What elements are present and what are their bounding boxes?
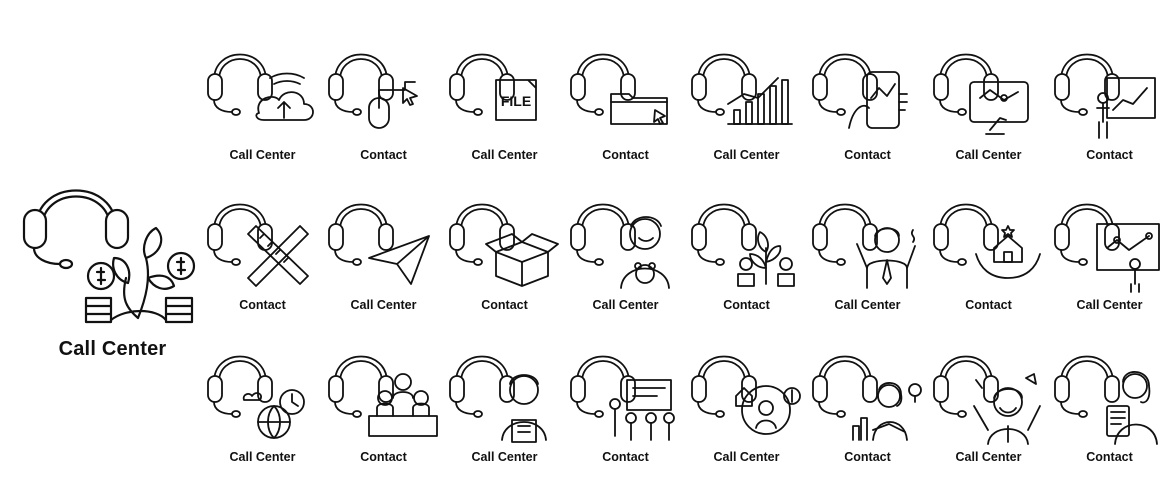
folder-cursor-icon — [570, 53, 668, 125]
icon-label: Call Center — [350, 298, 417, 312]
paper-plane-icon — [328, 203, 430, 285]
icon-tile[interactable]: Call Center — [684, 38, 804, 168]
map-presenter-icon — [1054, 203, 1160, 293]
house-hands-icon — [933, 203, 1041, 279]
featured-title: Call Center — [58, 338, 167, 360]
featured-icon-card[interactable]: Call Center — [10, 150, 205, 380]
icon-tile[interactable]: Contact — [684, 188, 804, 318]
icon-tile[interactable]: Contact — [1047, 38, 1167, 168]
icon-label: Contact — [844, 450, 891, 464]
worker-clipboard-icon — [449, 355, 547, 443]
ruler-pencil-icon — [207, 203, 309, 287]
cloud-upload-icon — [207, 53, 314, 121]
icon-label: Contact — [1086, 450, 1133, 464]
icon-label: Contact — [602, 450, 649, 464]
businessman-idea-icon — [812, 203, 916, 289]
icon-label: Contact — [360, 450, 407, 464]
icon-label: Call Center — [713, 450, 780, 464]
woman-chart-icon — [812, 355, 922, 441]
icon-label: Call Center — [471, 148, 538, 162]
icon-tile[interactable]: Contact — [805, 38, 925, 168]
icon-tile[interactable]: Call Center — [321, 188, 441, 318]
icon-tile[interactable]: Contact — [442, 188, 562, 318]
headset-plant-money-icon — [22, 189, 196, 324]
team-meeting-icon — [570, 355, 675, 441]
happy-businessman-icon — [933, 355, 1041, 445]
open-box-icon — [449, 203, 559, 287]
plant-coins-icon — [691, 203, 795, 287]
icon-tile[interactable]: FILE Call Center — [442, 38, 562, 168]
icon-label: Contact — [723, 298, 770, 312]
icon-label: Contact — [481, 298, 528, 312]
money-person-icon — [691, 355, 801, 435]
icon-tile[interactable]: Contact — [926, 188, 1046, 318]
icon-tile[interactable]: Contact — [1047, 340, 1167, 470]
tablet-map-icon — [933, 53, 1029, 135]
icon-label: Call Center — [229, 148, 296, 162]
icon-tile[interactable]: Call Center — [684, 340, 804, 470]
smartphone-hand-icon — [812, 53, 908, 129]
icon-tile[interactable]: Call Center — [805, 188, 925, 318]
bar-chart-icon — [691, 53, 793, 125]
icon-tile[interactable]: Contact — [200, 188, 320, 318]
icon-label: Call Center — [713, 148, 780, 162]
icon-tile[interactable]: Contact — [805, 340, 925, 470]
globe-clock-icon — [207, 355, 305, 439]
mouse-cursor-icon — [328, 53, 418, 129]
icon-tile[interactable]: Call Center — [926, 340, 1046, 470]
icon-label: Call Center — [229, 450, 296, 464]
icon-tile[interactable]: Contact — [321, 340, 441, 470]
icon-label: Contact — [965, 298, 1012, 312]
icon-label: Call Center — [834, 298, 901, 312]
icon-tile[interactable]: Call Center — [926, 38, 1046, 168]
icon-tile[interactable]: Call Center — [200, 38, 320, 168]
icon-label: Contact — [602, 148, 649, 162]
icon-tile[interactable]: Call Center — [1047, 188, 1167, 318]
icon-tile[interactable]: Call Center — [442, 340, 562, 470]
icon-label: Call Center — [592, 298, 659, 312]
presenter-board-icon — [1054, 53, 1156, 139]
icon-label: Call Center — [1076, 298, 1143, 312]
icon-tile[interactable]: Contact — [563, 340, 683, 470]
svg-text:FILE: FILE — [501, 93, 531, 109]
family-laptop-icon — [328, 355, 438, 437]
icon-tile[interactable]: Call Center — [563, 188, 683, 318]
woman-tablet-icon — [1054, 355, 1158, 445]
person-teddy-icon — [570, 203, 670, 289]
icon-label: Call Center — [955, 148, 1022, 162]
icon-label: Contact — [844, 148, 891, 162]
icon-tile[interactable]: Contact — [563, 38, 683, 168]
icon-label: Call Center — [471, 450, 538, 464]
file-icon: FILE — [449, 53, 537, 121]
icon-label: Call Center — [955, 450, 1022, 464]
icon-label: Contact — [360, 148, 407, 162]
icon-tile[interactable]: Contact — [321, 38, 441, 168]
icon-label: Contact — [239, 298, 286, 312]
icon-tile[interactable]: Call Center — [200, 340, 320, 470]
icon-label: Contact — [1086, 148, 1133, 162]
